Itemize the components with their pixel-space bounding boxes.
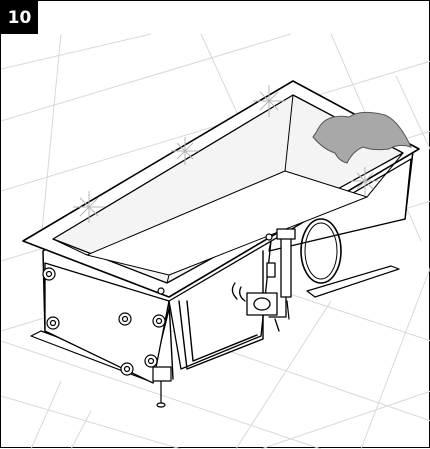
cleaning-cloth-icon [312, 111, 412, 164]
step-number-badge: 10 [1, 1, 38, 34]
tub-side-panel [44, 262, 170, 384]
support-board-back [306, 265, 400, 298]
drain-overflow-assembly [231, 218, 342, 332]
adjustable-feet [152, 300, 290, 408]
leveling-screws [42, 233, 273, 376]
sparkle-icons [73, 85, 379, 223]
tub-end-panel [168, 158, 412, 370]
